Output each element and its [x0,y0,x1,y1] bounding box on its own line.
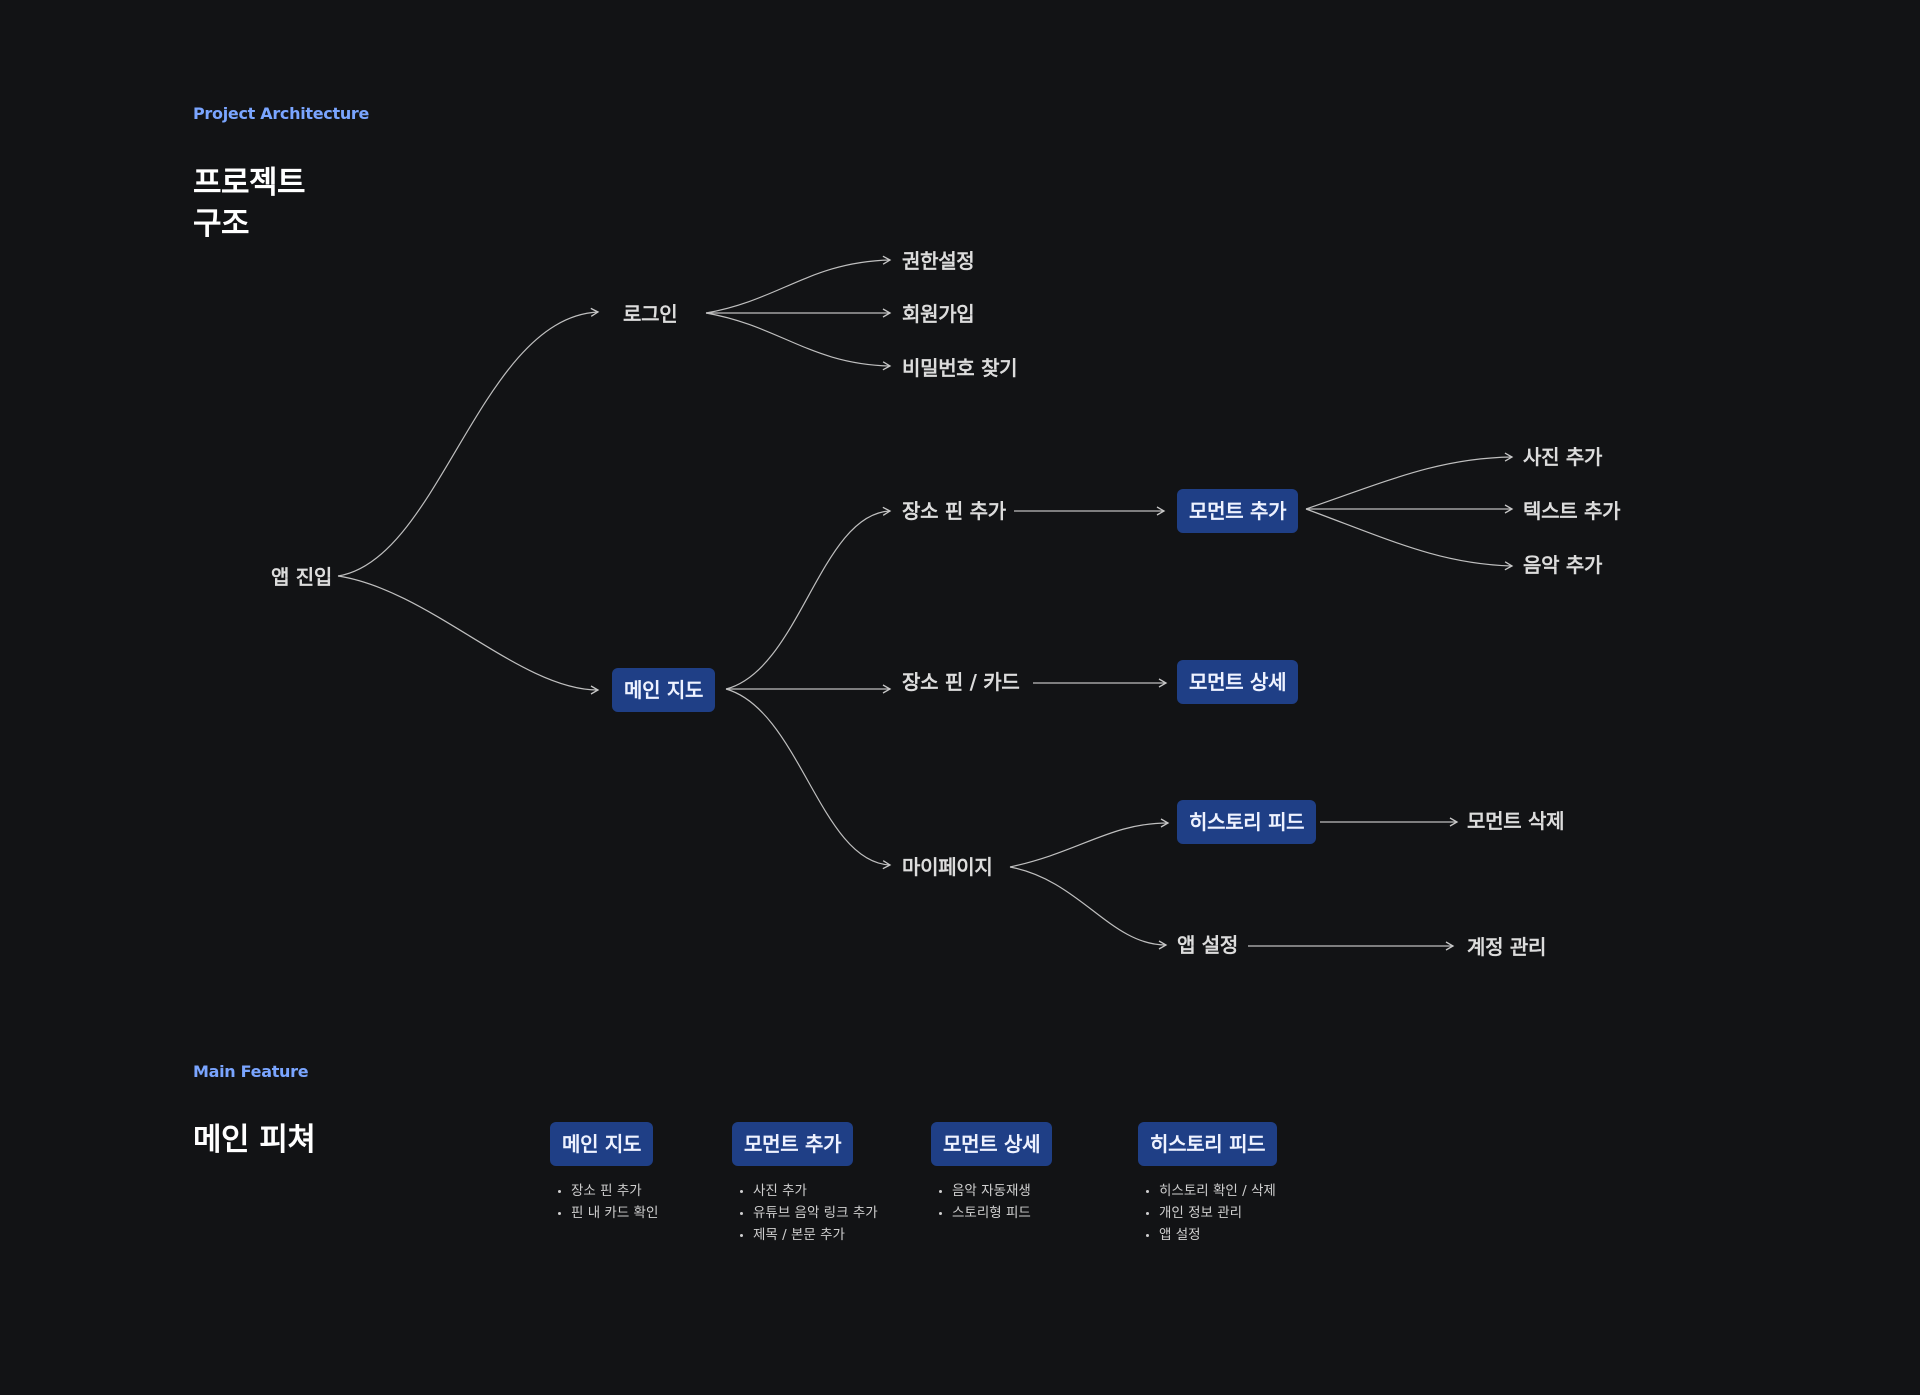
node-login: 로그인 [623,302,678,326]
node-app-entry: 앱 진입 [271,565,332,589]
list-item: 핀 내 카드 확인 [558,1202,658,1224]
node-add-pin: 장소 핀 추가 [902,499,1006,523]
edge-map-addpin [725,506,892,690]
feature-history-feed: 히스토리 피드 히스토리 확인 / 삭제 개인 정보 관리 앱 설정 [1138,1122,1278,1246]
node-add-photo: 사진 추가 [1523,445,1603,469]
edge-login-permission [705,255,892,314]
node-find-password: 비밀번호 찾기 [902,356,1018,380]
list-item: 음악 자동재생 [939,1180,1052,1202]
list-item: 사진 추가 [740,1180,878,1202]
feature-label: 메인 지도 [550,1122,654,1166]
list-item: 장소 핀 추가 [558,1180,658,1202]
feature-title: 메인 피쳐 [193,1122,316,1158]
feature-moment-detail: 모먼트 상세 음악 자동재생 스토리형 피드 [931,1122,1053,1224]
node-permission: 권한설정 [902,249,975,273]
feature-main-map: 메인 지도 장소 핀 추가 핀 내 카드 확인 [550,1122,658,1224]
feature-label: 히스토리 피드 [1138,1122,1278,1166]
list-item: 앱 설정 [1146,1224,1277,1246]
node-moment-detail: 모먼트 상세 [1177,660,1299,704]
feature-label: 모먼트 추가 [732,1122,854,1166]
feature-list: 장소 핀 추가 핀 내 카드 확인 [558,1180,658,1224]
feature-label: 모먼트 상세 [931,1122,1053,1166]
feature-eyebrow: Main Feature [193,1062,309,1081]
list-item: 개인 정보 관리 [1146,1202,1277,1224]
edge-map-mypage [725,688,892,870]
list-item: 유튜브 음악 링크 추가 [740,1202,878,1224]
edge-mypage-history [1009,818,1170,868]
node-main-map: 메인 지도 [612,668,716,712]
architecture-title-line1: 프로젝트 [193,165,306,201]
node-pin-card: 장소 핀 / 카드 [902,670,1020,694]
node-history-feed: 히스토리 피드 [1177,800,1317,844]
architecture-title-line2: 구조 [193,206,250,242]
edge-moment-photo [1305,452,1514,510]
edge-mypage-settings [1009,866,1168,950]
architecture-title: 프로젝트 구조 [193,163,306,245]
node-add-music: 음악 추가 [1523,553,1603,577]
feature-moment-add: 모먼트 추가 사진 추가 유튜브 음악 링크 추가 제목 / 본문 추가 [732,1122,878,1246]
node-app-settings: 앱 설정 [1177,933,1238,957]
list-item: 히스토리 확인 / 삭제 [1146,1180,1277,1202]
node-signup: 회원가입 [902,302,975,326]
feature-list: 사진 추가 유튜브 음악 링크 추가 제목 / 본문 추가 [740,1180,878,1246]
feature-list: 히스토리 확인 / 삭제 개인 정보 관리 앱 설정 [1146,1180,1277,1246]
node-moment-delete: 모먼트 삭제 [1467,809,1565,833]
edge-entry-map [337,575,600,695]
edge-login-password [705,312,892,371]
node-account-manage: 계정 관리 [1467,935,1547,959]
list-item: 스토리형 피드 [939,1202,1052,1224]
edge-entry-login [337,307,600,577]
edge-moment-music [1305,508,1514,571]
node-my-page: 마이페이지 [902,855,993,879]
architecture-connectors [337,255,1514,951]
node-add-text: 텍스트 추가 [1523,499,1621,523]
feature-list: 음악 자동재생 스토리형 피드 [939,1180,1052,1224]
node-moment-add: 모먼트 추가 [1177,489,1299,533]
architecture-eyebrow: Project Architecture [193,104,370,123]
list-item: 제목 / 본문 추가 [740,1224,878,1246]
